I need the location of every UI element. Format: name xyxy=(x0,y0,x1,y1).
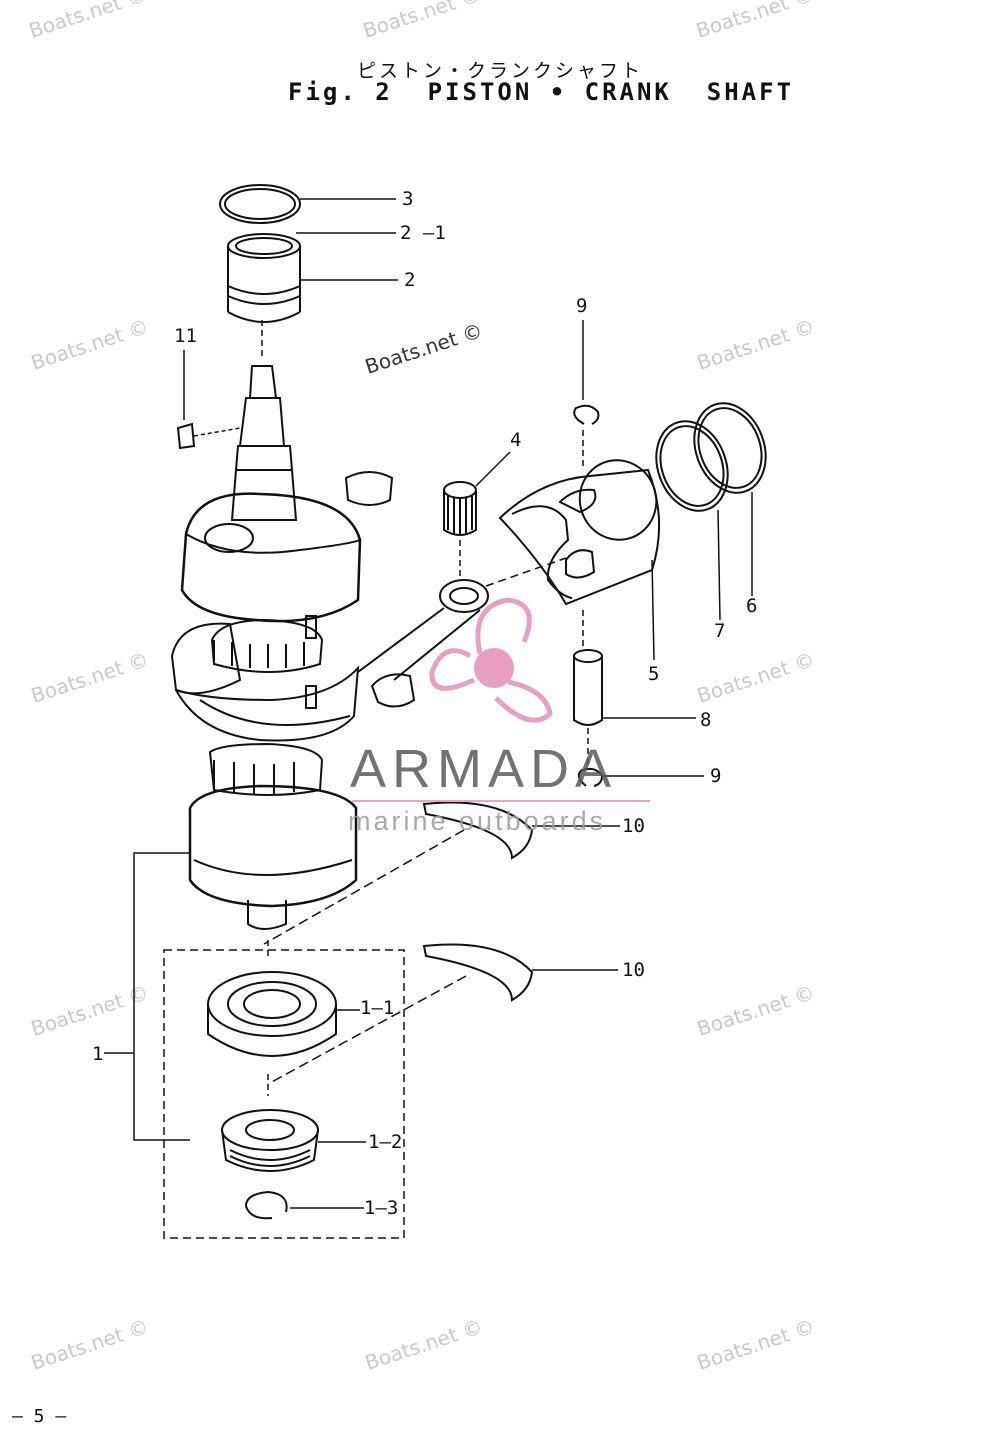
armada-divider xyxy=(352,800,650,802)
part-8-piston-pin xyxy=(573,610,696,766)
callout-10-upper: 10 xyxy=(622,815,645,837)
part-6-piston-ring xyxy=(693,402,767,596)
part-1-2-oil-seal xyxy=(221,1109,366,1172)
callout-11: 11 xyxy=(174,325,197,347)
page-number: – 5 – xyxy=(12,1406,67,1427)
armada-brand-watermark: ARMADA xyxy=(350,739,618,799)
connecting-rod xyxy=(357,557,567,708)
assembly-1-group-box xyxy=(163,949,405,1239)
part-9-lower-clip xyxy=(577,767,704,787)
figure-title: Fig. 2 PISTON • CRANK SHAFT xyxy=(288,78,795,106)
part-10-lower-thrust-washer xyxy=(422,943,618,1002)
callout-9-lower: 9 xyxy=(710,765,721,787)
title-japanese: ピストン・クランクシャフト xyxy=(356,60,643,82)
part-2-upper-bearing xyxy=(227,232,398,323)
callout-5: 5 xyxy=(648,663,659,685)
callout-7: 7 xyxy=(714,620,725,642)
part-1-3-circlip xyxy=(244,1190,364,1220)
callout-4: 4 xyxy=(510,429,521,451)
callout-1-2: 1–2 xyxy=(368,1131,402,1153)
callout-10-lower: 10 xyxy=(622,959,645,981)
callout-6: 6 xyxy=(746,595,757,617)
callout-1-3: 1–3 xyxy=(364,1197,398,1219)
callout-1-1: 1–1 xyxy=(360,997,394,1019)
part-10-upper-thrust-washer xyxy=(422,801,620,860)
part-11-woodruff-key xyxy=(176,350,241,450)
part-1-1-ball-bearing xyxy=(207,971,360,1096)
part-7-piston-ring xyxy=(655,420,729,621)
callout-9-upper: 9 xyxy=(576,295,587,317)
part-3-snap-ring xyxy=(219,184,396,224)
callout-1: 1 xyxy=(92,1043,103,1065)
callout-2: 2 xyxy=(404,269,415,291)
part-4-needle-bearing xyxy=(443,451,511,580)
callout-2-1: 2 –1 xyxy=(400,222,446,244)
crankshaft xyxy=(170,365,394,930)
armada-tagline-watermark: marine outboards xyxy=(348,806,607,836)
part-5-piston xyxy=(498,459,661,661)
part-9-piston-pin-clip xyxy=(573,320,600,470)
armada-propeller-logo xyxy=(429,597,553,723)
callout-3: 3 xyxy=(402,188,413,210)
callout-8: 8 xyxy=(700,709,711,731)
